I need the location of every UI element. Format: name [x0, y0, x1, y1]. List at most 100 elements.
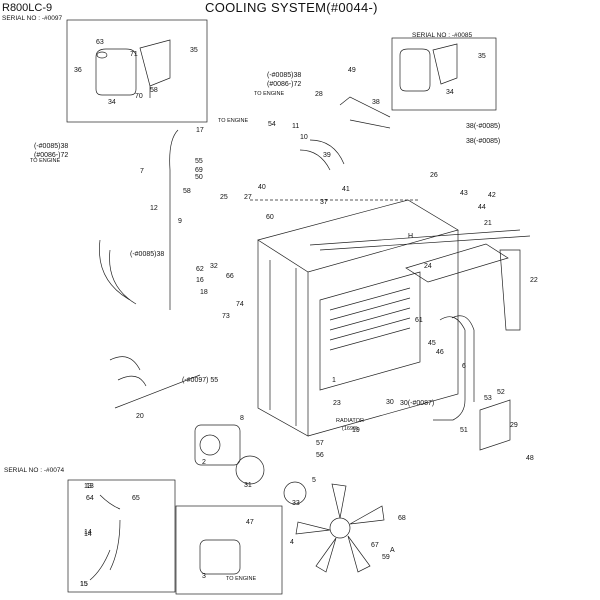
inset-part-number: 71: [130, 51, 138, 58]
serial-note: (#0086-)72: [34, 152, 68, 159]
part-number-label: 60: [266, 214, 274, 221]
part-number-label: 14: [84, 529, 92, 536]
motor-icon: [194, 424, 241, 575]
part-number-label: 61: [415, 317, 423, 324]
to-engine-note: TO ENGINE: [254, 91, 284, 97]
part-number-label: 30: [386, 399, 394, 406]
inset-part-number: 13: [84, 483, 92, 490]
inset-part-number: 34: [108, 99, 116, 106]
serial-label: SERIAL NO : -#0085: [412, 32, 472, 39]
inset-part-number: 15: [80, 581, 88, 588]
inset-part-number: 70: [135, 93, 143, 100]
inset-box-top-right: [391, 37, 497, 111]
inset-part-number: 34: [446, 89, 454, 96]
part-number-label: 43: [460, 190, 468, 197]
part-number-label: 5: [312, 477, 316, 484]
serial-note: 30(-#0087): [400, 400, 434, 407]
part-number-label: 24: [424, 263, 432, 270]
inset-part-number: 58: [150, 87, 158, 94]
part-number-label: 27: [244, 194, 252, 201]
part-number-label: 2: [202, 459, 206, 466]
part-number-label: 56: [316, 452, 324, 459]
part-number-label: 17: [196, 127, 204, 134]
part-number-label: 32: [210, 263, 218, 270]
bracket: [479, 399, 511, 451]
part-number-label: 6: [462, 363, 466, 370]
part-number-label: 11: [292, 123, 299, 130]
inset-box-top-left: [66, 19, 208, 123]
part-number-label: 46: [436, 349, 444, 356]
part-number-label: 40: [258, 184, 266, 191]
part-number-label: 45: [428, 340, 436, 347]
part-number-label: 18: [200, 289, 208, 296]
inset-part-number: 14: [84, 531, 92, 538]
part-number-label: 16: [196, 277, 204, 284]
serial-label: SERIAL NO : -#0074: [4, 467, 64, 474]
part-number-label: 13: [86, 483, 94, 490]
part-number-label: 9: [178, 218, 182, 225]
part-number-label: 33: [292, 500, 300, 507]
inset-part-number: 35: [478, 53, 486, 60]
part-number-label: 42: [488, 192, 496, 199]
inset-part-number: 64: [86, 495, 94, 502]
part-number-label: 1: [332, 377, 336, 384]
part-number-label: 49: [348, 67, 356, 74]
part-number-label: 20: [136, 413, 144, 420]
radiator-frame: [257, 199, 509, 437]
to-engine-note: TO ENGINE: [30, 158, 60, 164]
page-title: COOLING SYSTEM(#0044-): [205, 0, 378, 15]
part-number-label: 48: [526, 455, 534, 462]
part-number-label: 39: [323, 152, 331, 159]
part-number-label: 59: [382, 554, 390, 561]
radiator-code: (1690): [342, 426, 358, 432]
part-number-label: 52: [497, 389, 505, 396]
part-number-label: 53: [484, 395, 492, 402]
to-engine-note: TO ENGINE: [218, 118, 248, 124]
part-number-label: 7: [140, 168, 144, 175]
inset-part-number: 35: [190, 47, 198, 54]
part-number-label: 57: [316, 440, 324, 447]
part-number-label: 29: [510, 422, 518, 429]
serial-note: (-#0085)38: [130, 251, 164, 258]
inset-part-number: 3: [202, 573, 206, 580]
serial-note: (-#0085)38: [267, 72, 301, 79]
reservoir-tank-icon: [399, 43, 458, 92]
serial-note: 38(-#0085): [466, 123, 500, 130]
part-number-label: 10: [300, 134, 308, 141]
to-engine-note: TO ENGINE: [226, 576, 256, 582]
serial-note: (-#0085)38: [34, 143, 68, 150]
part-number-label: 73: [222, 313, 230, 320]
inset-box-bottom-center: [175, 505, 283, 595]
part-number-label: 15: [80, 581, 88, 588]
inset-part-number: 47: [246, 519, 254, 526]
inset-part-number: 36: [74, 67, 82, 74]
part-number-label: 51: [460, 427, 468, 434]
part-number-label: 19: [352, 427, 360, 434]
part-number-label: 50: [195, 174, 203, 181]
part-number-label: 21: [484, 220, 492, 227]
model-label: R800LC-9: [2, 2, 53, 14]
serial-note: (-#0097) 55: [182, 377, 218, 384]
bracket: [499, 249, 521, 331]
coupling-disc: [235, 455, 265, 485]
hose-pipes: [99, 96, 475, 421]
arrow-marker: H: [408, 233, 413, 240]
part-number-label: 66: [226, 273, 234, 280]
part-number-label: 4: [290, 539, 294, 546]
part-number-label: 44: [478, 204, 486, 211]
arrow-marker: A: [390, 547, 395, 554]
part-number-label: 22: [530, 277, 538, 284]
radiator-label: RADIATOR: [336, 418, 364, 424]
inset-box-bottom-left: [67, 479, 176, 593]
part-number-label: 58: [183, 188, 191, 195]
serial-note: 38(-#0085): [466, 138, 500, 145]
serial-note: (#0086-)72: [267, 81, 301, 88]
part-number-label: 25: [220, 194, 228, 201]
part-number-label: 23: [333, 400, 341, 407]
serial-label: SERIAL NO : -#0097: [2, 15, 62, 22]
part-number-label: 74: [236, 301, 244, 308]
part-number-label: 55: [195, 158, 203, 165]
part-number-label: 8: [240, 415, 244, 422]
